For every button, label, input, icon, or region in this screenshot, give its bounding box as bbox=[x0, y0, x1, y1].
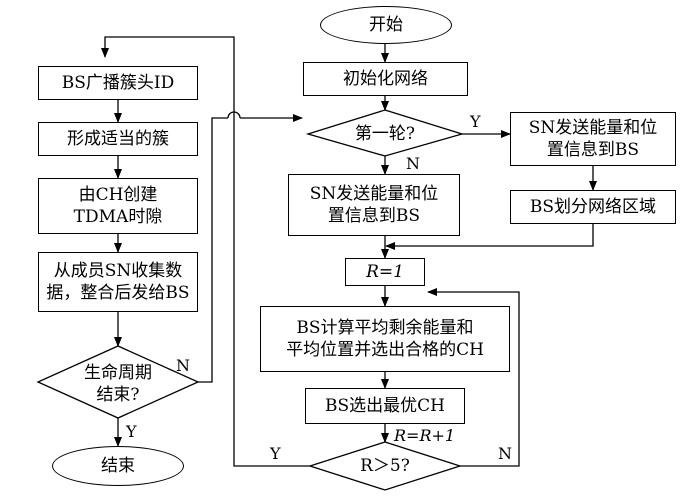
sn-send-info-yes-line1: SN发送能量和位 bbox=[528, 117, 658, 138]
decision-r-over-5-shape bbox=[307, 441, 463, 491]
ch-create-tdma-line2: TDMA时隙 bbox=[73, 207, 163, 227]
ch-create-tdma-box: 由CH创建 TDMA时隙 bbox=[38, 178, 198, 234]
bs-partition-text: BS划分网络区域 bbox=[529, 196, 657, 217]
life-cycle-decision-text: 生命周期 结束? bbox=[68, 362, 168, 406]
bs-broadcast-ch-id-box: BS广播簇头ID bbox=[38, 66, 198, 100]
select-best-ch-text: BS选出最优CH bbox=[325, 395, 445, 416]
life-cycle-yes-label: Y bbox=[126, 422, 137, 441]
ch-create-tdma-line1: 由CH创建 bbox=[78, 184, 158, 205]
start-terminal: 开始 bbox=[320, 6, 452, 44]
first-round-decision-text: 第一轮? bbox=[335, 123, 435, 145]
compute-average-line1: BS计算平均剩余能量和 bbox=[296, 317, 474, 338]
r-init-text: R=1 bbox=[366, 261, 404, 282]
select-best-ch-box: BS选出最优CH bbox=[305, 388, 465, 424]
life-cycle-line1: 生命周期 bbox=[84, 363, 152, 383]
r-increment-label: R=R+1 bbox=[394, 426, 456, 445]
decision-life-cycle-shape bbox=[36, 345, 200, 419]
collect-data-line1: 从成员SN收集数 bbox=[53, 260, 183, 281]
first-round-no-label: N bbox=[406, 154, 420, 173]
sn-send-info-yes-line2: 置信息到BS bbox=[546, 140, 640, 160]
sn-send-info-no-line2: 置信息到BS bbox=[327, 206, 421, 226]
collect-data-line2: 据，整合后发给BS bbox=[46, 283, 190, 303]
end-terminal: 结束 bbox=[52, 446, 184, 486]
compute-average-line2: 平均位置并选出合格的CH bbox=[286, 340, 484, 360]
start-text: 开始 bbox=[369, 14, 403, 35]
r-over-5-yes-label: Y bbox=[270, 444, 281, 463]
compute-average-box: BS计算平均剩余能量和 平均位置并选出合格的CH bbox=[260, 306, 510, 372]
form-cluster-box: 形成适当的簇 bbox=[38, 122, 198, 156]
bs-broadcast-ch-id-text: BS广播簇头ID bbox=[61, 72, 175, 93]
decision-first-round-shape bbox=[305, 109, 465, 157]
end-text: 结束 bbox=[101, 455, 135, 476]
life-cycle-no-label: N bbox=[176, 356, 190, 375]
sn-send-info-box-yes: SN发送能量和位 置信息到BS bbox=[510, 112, 676, 166]
life-cycle-line2: 结束? bbox=[96, 385, 140, 406]
first-round-yes-label: Y bbox=[470, 112, 481, 131]
init-network-box: 初始化网络 bbox=[303, 62, 468, 96]
init-network-text: 初始化网络 bbox=[343, 68, 428, 89]
first-round-text: 第一轮? bbox=[354, 124, 416, 144]
sn-send-info-box-no: SN发送能量和位 置信息到BS bbox=[288, 174, 460, 236]
r-init-box: R=1 bbox=[345, 258, 425, 286]
bs-partition-box: BS划分网络区域 bbox=[510, 190, 676, 224]
r-over-5-decision-text: R＞5? bbox=[335, 455, 435, 477]
sn-send-info-no-line1: SN发送能量和位 bbox=[309, 183, 439, 204]
collect-data-box: 从成员SN收集数 据，整合后发给BS bbox=[38, 252, 198, 312]
r-over-5-no-label: N bbox=[498, 444, 512, 463]
r-over-5-text: R＞5? bbox=[360, 456, 410, 476]
form-cluster-text: 形成适当的簇 bbox=[67, 128, 169, 149]
